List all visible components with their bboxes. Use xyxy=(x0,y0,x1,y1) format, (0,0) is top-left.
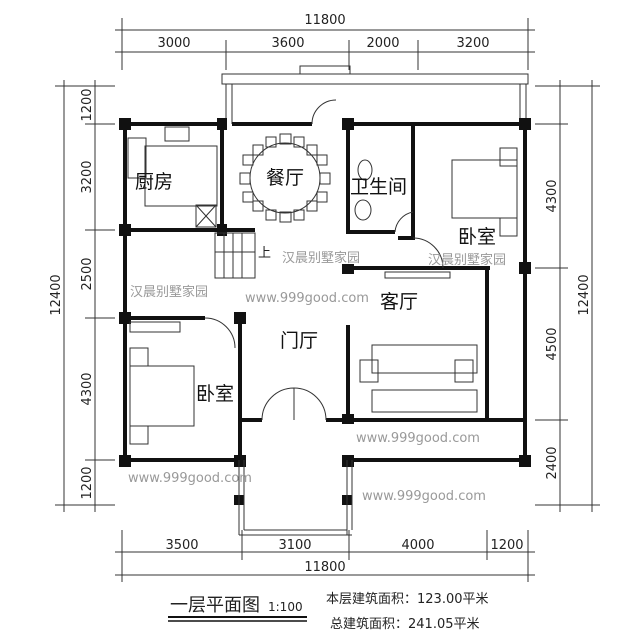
room-foyer: 门厅 xyxy=(280,330,318,352)
room-living: 客厅 xyxy=(380,291,418,313)
dim-left-3: 2500 xyxy=(80,257,95,290)
columns xyxy=(119,118,531,505)
top-porch xyxy=(221,65,529,124)
dim-left-2: 3200 xyxy=(80,160,95,193)
top-dimensions: 11800 3000 3600 2000 3200 xyxy=(115,13,535,70)
doors xyxy=(204,99,444,421)
room-dining: 餐厅 xyxy=(266,167,304,189)
room-bedroom-left: 卧室 xyxy=(196,383,234,405)
dim-top-4: 3200 xyxy=(456,36,489,51)
dim-left-total: 12400 xyxy=(49,274,64,315)
dim-right-2: 4500 xyxy=(545,327,560,360)
dim-left-4: 4300 xyxy=(80,372,95,405)
watermark-url-3: www.999good.com xyxy=(128,471,252,486)
total-area: 总建筑面积：241.05平米 xyxy=(330,616,480,632)
watermark-brand-2: 汉晨别墅家园 xyxy=(428,252,506,268)
dim-left-5: 1200 xyxy=(80,466,95,499)
watermark-brand-3: 汉晨别墅家园 xyxy=(282,250,360,266)
dim-bottom-total: 11800 xyxy=(304,560,345,575)
dim-top-1: 3000 xyxy=(157,36,190,51)
bottom-dimensions: 3500 3100 4000 1200 11800 xyxy=(115,530,535,582)
stair-up-label: 上 xyxy=(258,246,271,261)
watermark-url-2: www.999good.com xyxy=(356,431,480,446)
dim-right-1: 4300 xyxy=(545,179,560,212)
watermarks: 汉晨别墅家园 www.999good.com 汉晨别墅家园 www.999goo… xyxy=(128,250,506,504)
watermark-brand: 汉晨别墅家园 xyxy=(130,284,208,300)
furniture xyxy=(127,126,518,445)
dim-right-total: 12400 xyxy=(577,274,592,315)
room-bathroom: 卫生间 xyxy=(350,176,407,198)
dim-top-total: 11800 xyxy=(304,13,345,28)
dim-top-2: 3600 xyxy=(271,36,304,51)
plan-scale: 1:100 xyxy=(268,600,303,614)
floor-area: 本层建筑面积：123.00平米 xyxy=(326,591,489,607)
dim-top-3: 2000 xyxy=(366,36,399,51)
front-porch xyxy=(238,460,353,536)
room-kitchen: 厨房 xyxy=(135,171,173,193)
watermark-url-4: www.999good.com xyxy=(362,489,486,504)
watermark-url: www.999good.com xyxy=(245,291,369,306)
dim-bottom-4: 1200 xyxy=(490,538,523,553)
dim-bottom-3: 4000 xyxy=(401,538,434,553)
left-dimensions: 12400 1200 3200 2500 4300 1200 xyxy=(49,80,115,512)
right-dimensions: 4300 4500 2400 12400 xyxy=(535,80,600,512)
dim-right-3: 2400 xyxy=(545,446,560,479)
dim-left-1: 1200 xyxy=(80,88,95,121)
plan-title: 一层平面图 xyxy=(170,595,260,616)
dim-bottom-2: 3100 xyxy=(278,538,311,553)
dim-bottom-1: 3500 xyxy=(165,538,198,553)
room-bedroom-right: 卧室 xyxy=(458,226,496,248)
stairs xyxy=(214,232,256,279)
dining-chairs xyxy=(239,133,331,223)
